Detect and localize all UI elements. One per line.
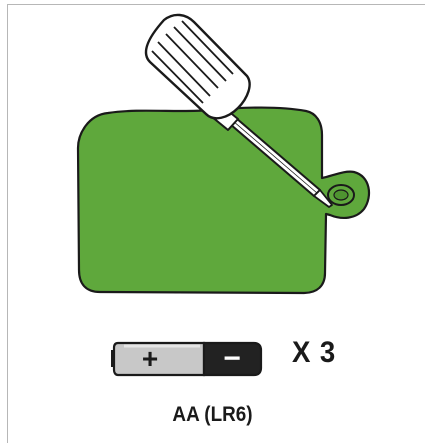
battery-quantity: X 3 xyxy=(292,336,336,370)
battery-type-label: AA (LR6) xyxy=(21,403,404,427)
battery-plus-symbol: + xyxy=(142,343,158,374)
battery-minus-symbol: − xyxy=(223,342,241,375)
